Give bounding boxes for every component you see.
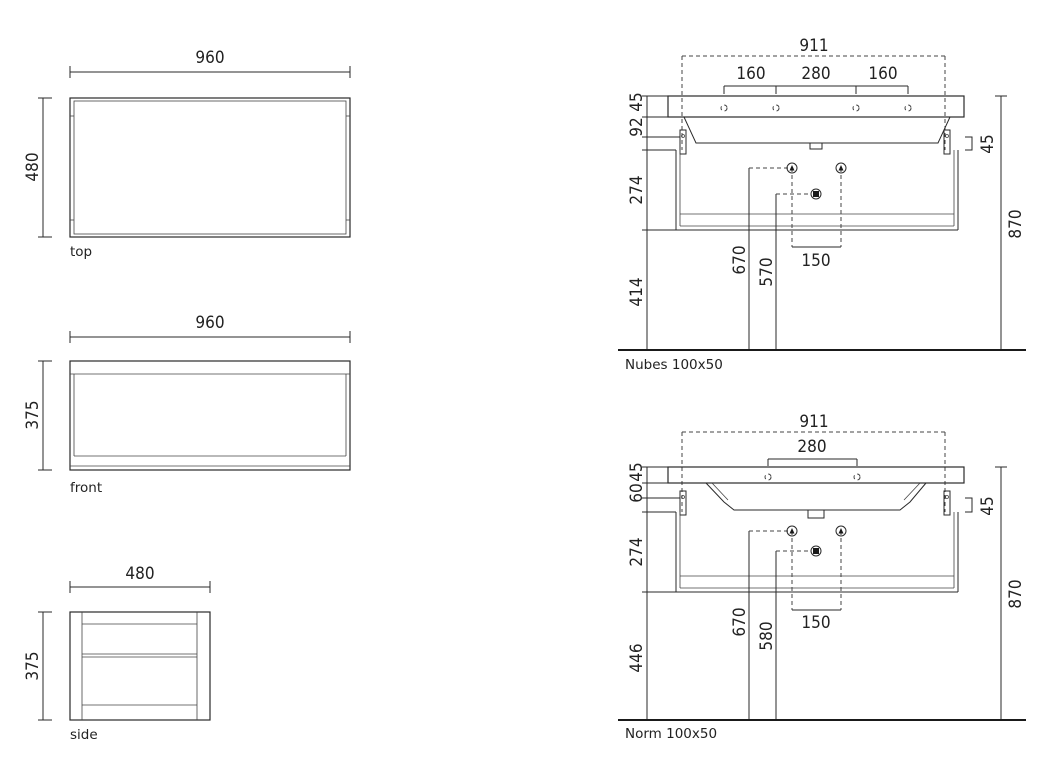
norm-bracket-dimension: 45 [965,496,998,516]
front-height-label: 375 [23,400,43,429]
nubes-total-height-dimension: 870 [995,95,1026,350]
norm-hot-cold-height-label: 670 [730,607,750,636]
nubes-caption: Nubes 100x50 [625,357,723,373]
nubes-hot-cold-height-label: 670 [730,245,750,274]
norm-tap-spacing-label: 150 [801,613,830,633]
front-width-label: 960 [195,313,224,333]
norm-cold-water-arrow-icon [838,528,844,534]
side-view: 480 375 side [23,564,211,743]
nubes-bracket-dimension: 45 [965,134,998,154]
nubes-total-height-label: 870 [1006,209,1026,238]
side-view-caption: side [70,727,98,743]
nubes-hot-water-arrow-icon [789,165,795,171]
top-width-label: 960 [195,48,224,68]
top-view: 960 480 top [23,48,351,260]
side-height-dimension: 375 [23,611,52,721]
nubes-cabinet-height-label: 274 [627,175,647,204]
nubes-tap-spacing-label: 150 [801,251,830,271]
norm-floor-gap-label: 446 [627,643,647,672]
front-view-caption: front [70,480,102,496]
nubes-basin-width-label: 911 [799,36,828,56]
nubes-tap-hole-dimensions: 160 280 160 [723,64,909,94]
side-depth-dimension: 480 [69,564,211,593]
nubes-left-dimensions: 45 92 274 414 [627,92,680,350]
nubes-drain-icon [810,188,822,200]
top-cabinet-outline [69,97,351,238]
norm-drain-icon [810,545,822,557]
norm-cold-water-icon [835,525,847,537]
front-width-dimension: 960 [69,313,351,343]
nubes-rim-label: 45 [627,92,647,111]
norm-holes-center-label: 280 [797,437,826,457]
norm-tap-hole-dimensions: 280 [767,437,858,466]
nubes-wall-brackets [679,129,951,155]
nubes-holes-right-label: 160 [868,64,897,84]
nubes-bracket-label: 45 [978,134,998,153]
norm-caption: Norm 100x50 [625,726,717,742]
top-depth-label: 480 [23,152,43,181]
norm-total-height-dimension: 870 [995,466,1026,720]
side-height-label: 375 [23,651,43,680]
front-view: 960 375 front [23,313,351,496]
nubes-cold-water-arrow-icon [838,165,844,171]
top-depth-dimension: 480 [23,97,52,238]
nubes-drain-height-label: 570 [757,257,777,286]
norm-hot-water-icon [786,525,798,537]
nubes-cabinet [675,150,959,231]
norm-cabinet-height-label: 274 [627,537,647,566]
nubes-basin [667,95,965,150]
side-depth-label: 480 [125,564,154,584]
nubes-basin-width-dimension: 911 [681,36,946,150]
top-width-dimension: 960 [69,48,351,78]
top-view-caption: top [70,244,92,260]
norm-basin [667,466,965,519]
norm-basin-width-label: 911 [799,412,828,432]
front-height-dimension: 375 [23,360,52,471]
nubes-floor-gap-label: 414 [627,277,647,306]
nubes-plumbing: 670 570 150 [730,162,847,350]
norm-hot-water-arrow-icon [789,528,795,534]
nubes-basin-depth-label: 92 [627,117,647,136]
nubes-holes-center-label: 280 [801,64,830,84]
front-cabinet-outline [69,360,351,471]
norm-drain-height-label: 580 [757,621,777,650]
norm-bracket-label: 45 [978,496,998,515]
norm-total-height-label: 870 [1006,579,1026,608]
nubes-cold-water-icon [835,162,847,174]
nubes-assembly: 911 160 280 160 [618,36,1026,373]
norm-assembly: 911 280 [618,412,1026,742]
nubes-hot-water-icon [786,162,798,174]
nubes-holes-left-label: 160 [736,64,765,84]
side-cabinet-outline [69,611,211,721]
norm-basin-depth-label: 60 [627,483,647,502]
norm-cabinet [675,512,959,593]
norm-basin-width-dimension: 911 [681,412,946,512]
norm-plumbing: 670 580 150 [730,525,847,720]
norm-wall-brackets [679,490,951,516]
norm-rim-label: 45 [627,462,647,481]
norm-left-dimensions: 45 60 274 446 [627,462,680,720]
